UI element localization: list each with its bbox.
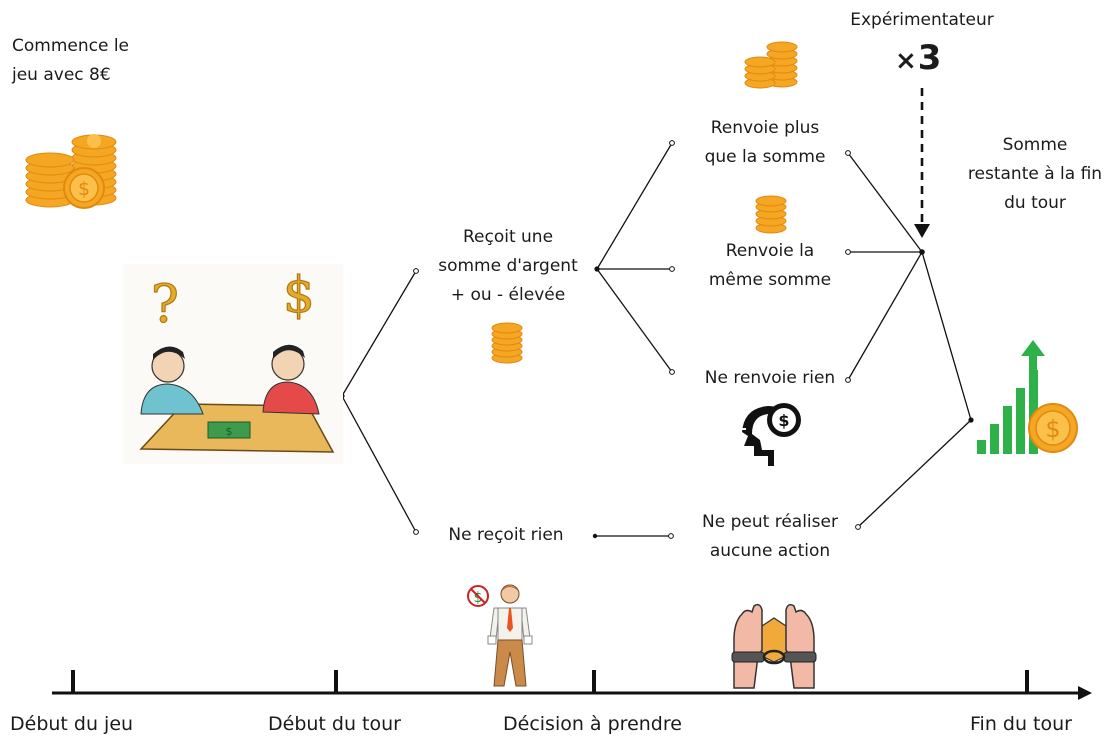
svg-text:$: $ — [226, 425, 233, 438]
branch-receives-label: Reçoit une somme d'argent + ou - élevée — [438, 227, 578, 305]
coin-stack-icon: $ — [25, 134, 117, 209]
outcome-no-action-label: Ne peut réaliser aucune action — [702, 512, 838, 561]
head-dollar-icon: $ — [740, 403, 801, 466]
end-note: Somme restante à la fin du tour — [967, 135, 1103, 213]
svg-text:$: $ — [474, 590, 483, 606]
coin-stack-icon — [491, 322, 523, 364]
svg-text:$: $ — [1045, 415, 1060, 443]
outcome-returns-nothing-label: Ne renvoie rien — [704, 368, 836, 388]
timeline-label-start-game: Début du jeu — [10, 713, 134, 735]
svg-text:$: $ — [78, 178, 90, 200]
outcome-returns-more-label: Renvoie plus que la somme — [704, 118, 826, 167]
negotiation-illustration: ? $ $ — [123, 264, 343, 464]
broke-man-icon: $ — [467, 584, 533, 687]
timeline-label-end-round: Fin du tour — [970, 713, 1072, 735]
experimenter-label: Expérimentateur — [850, 10, 994, 30]
outcome-returns-same-label: Renvoie la même somme — [708, 241, 832, 290]
multiplier-label: ×3 — [895, 38, 943, 78]
start-note: Commence le jeu avec 8€ — [12, 36, 130, 85]
growth-chart-icon: $ — [977, 340, 1078, 454]
coin-stack-icon — [755, 195, 787, 234]
timeline-arrowhead — [1078, 686, 1092, 700]
svg-text:$: $ — [778, 411, 789, 430]
timeline-label-start-round: Début du tour — [268, 713, 401, 735]
dollar-sign-icon: $ — [283, 266, 315, 324]
handcuffed-hands-icon — [731, 603, 817, 689]
question-mark-icon: ? — [151, 275, 179, 335]
branch-receives-nothing-label: Ne reçoit rien — [448, 525, 564, 545]
timeline-label-decision: Décision à prendre — [503, 713, 682, 735]
coin-stack-icon — [744, 41, 798, 89]
